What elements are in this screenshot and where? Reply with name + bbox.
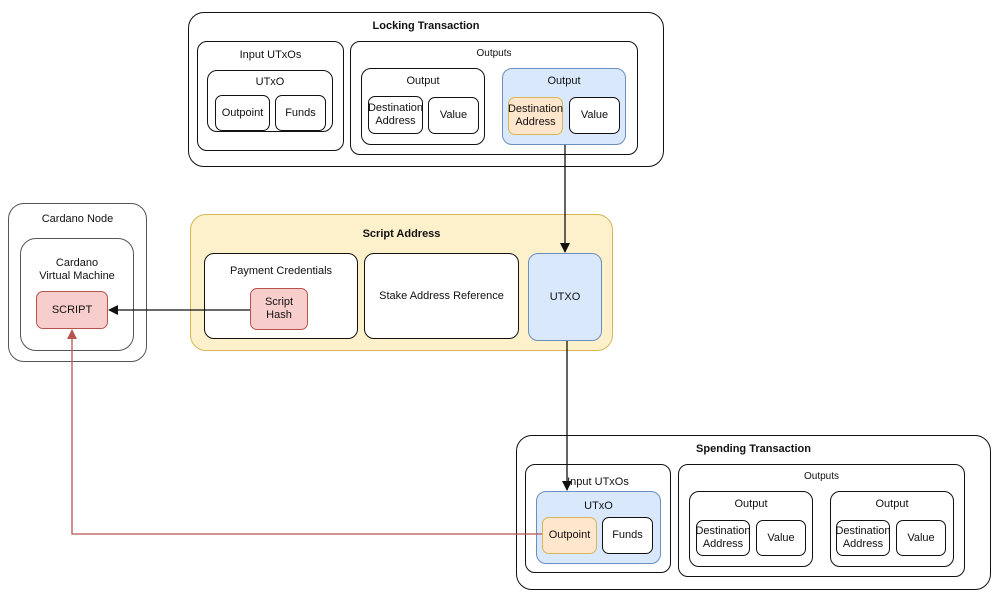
spending-funds: Funds	[602, 517, 653, 554]
locking-output-1-title: Output	[406, 75, 440, 87]
spending-output-2-destination: Destination Address	[835, 520, 891, 556]
payment-credentials-title: Payment Credentials	[229, 265, 333, 277]
script-utxo-label: UTXO	[549, 290, 581, 303]
spending-output-1-destination-label: Destination Address	[695, 525, 751, 550]
spending-output-2-value: Value	[896, 520, 946, 556]
spending-output-1-value: Value	[756, 520, 806, 556]
spending-output-2-destination-label: Destination Address	[835, 525, 891, 550]
script-address-title: Script Address	[362, 228, 441, 240]
locking-output-1-value-label: Value	[439, 109, 468, 121]
locking-output-1-destination: Destination Address	[368, 96, 423, 134]
script-utxo: UTXO	[528, 253, 602, 341]
locking-output-2-destination: Destination Address	[508, 97, 563, 135]
spending-utxo-title: UTxO	[584, 500, 613, 512]
spending-output-2-value-label: Value	[907, 531, 935, 544]
locking-funds: Funds	[275, 95, 326, 131]
script-box: SCRIPT	[36, 291, 108, 329]
locking-outputs-title: Outputs	[476, 48, 512, 59]
locking-output-1-value: Value	[428, 97, 479, 134]
spending-output-1-value-label: Value	[767, 531, 795, 544]
locking-funds-label: Funds	[285, 106, 316, 119]
script-hash: Script Hash	[250, 288, 308, 330]
spending-output-1-destination: Destination Address	[695, 520, 751, 556]
locking-output-2-destination-label: Destination Address	[507, 103, 564, 128]
spending-outpoint-label: Outpoint	[548, 529, 591, 541]
locking-output-2-value: Value	[569, 97, 620, 134]
locking-utxo-title: UTxO	[255, 76, 285, 88]
arrow-outpoint-to-script	[67, 329, 542, 535]
spending-outpoint: Outpoint	[542, 517, 597, 554]
stake-address-reference-label: Stake Address Reference	[379, 289, 504, 302]
locking-output-2-value-label: Value	[580, 109, 609, 121]
spending-funds-label: Funds	[612, 529, 643, 541]
spending-output-1-title: Output	[734, 498, 768, 510]
locking-output-1-destination-label: Destination Address	[367, 102, 424, 127]
script-hash-label: Script Hash	[264, 296, 294, 321]
script-label: SCRIPT	[51, 303, 93, 316]
locking-transaction-title: Locking Transaction	[372, 20, 480, 32]
spending-transaction-title: Spending Transaction	[696, 443, 811, 455]
locking-outpoint: Outpoint	[215, 95, 270, 131]
spending-output-2-title: Output	[875, 498, 909, 510]
locking-input-utxos-title: Input UTxOs	[239, 49, 302, 61]
stake-address-reference: Stake Address Reference	[364, 253, 519, 339]
locking-outpoint-label: Outpoint	[221, 106, 264, 119]
cardano-virtual-machine-title: Cardano Virtual Machine	[39, 257, 115, 282]
locking-output-2-title: Output	[547, 75, 581, 87]
spending-outputs-title: Outputs	[803, 471, 840, 482]
spending-input-utxos-title: Input UTxOs	[567, 476, 629, 488]
cardano-node-title: Cardano Node	[41, 213, 114, 225]
